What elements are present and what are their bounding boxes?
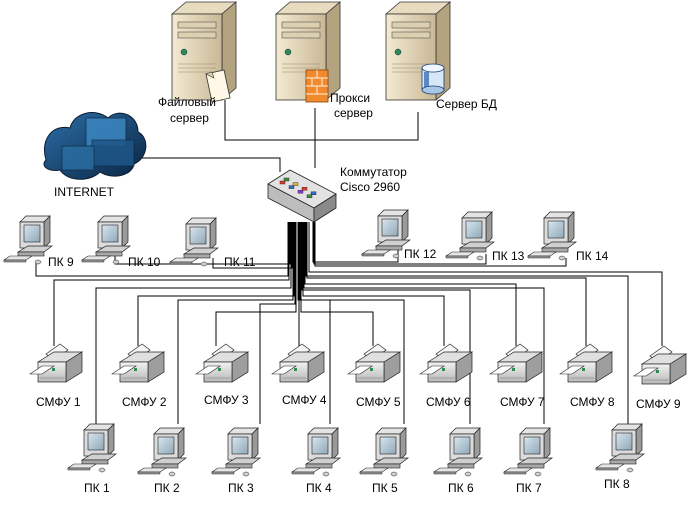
cisco-switch: Коммутатор Cisco 2960 xyxy=(267,165,407,223)
wire-pc8 xyxy=(305,222,629,424)
switch-port-led xyxy=(310,191,317,196)
pc-1-label: ПК 1 xyxy=(84,481,110,495)
pc-7-label: ПК 7 xyxy=(516,481,542,495)
switch-port-led xyxy=(301,186,308,191)
pc-9: ПК 9 xyxy=(3,215,74,269)
wire-mfp3 xyxy=(215,222,297,346)
database-icon xyxy=(421,63,445,95)
wire-pc5 xyxy=(299,222,405,424)
mfp-6: СМФУ 6 xyxy=(419,343,473,409)
pc-2: ПК 2 xyxy=(137,427,187,495)
mfp-2: СМФУ 2 xyxy=(111,343,167,409)
mfp-4: СМФУ 4 xyxy=(271,343,327,407)
pc-4: ПК 4 xyxy=(291,427,341,495)
pc-12: ПК 12 xyxy=(361,209,437,261)
db-server: Сервер БД xyxy=(385,1,497,111)
pc-3-label: ПК 3 xyxy=(228,481,254,495)
mfp-3-label: СМФУ 3 xyxy=(204,393,249,407)
pc-12-label: ПК 12 xyxy=(404,247,437,261)
switch-port-led xyxy=(297,189,304,194)
mfp-1-label: СМФУ 1 xyxy=(36,395,81,409)
pc-13-label: ПК 13 xyxy=(492,249,525,263)
pc-10: ПК 10 xyxy=(81,215,161,269)
file-server: Файловый сервер xyxy=(158,1,237,125)
wire-pc3 xyxy=(259,222,296,424)
wire-mfp1 xyxy=(53,222,290,346)
switch-ports xyxy=(279,177,317,199)
mfp-9: СМФУ 9 xyxy=(633,345,687,411)
wire-pc2 xyxy=(177,222,294,424)
mfp-5: СМФУ 5 xyxy=(347,343,401,409)
pc-2-label: ПК 2 xyxy=(154,481,180,495)
file-server-label-line2: сервер xyxy=(170,111,209,125)
pc-3: ПК 3 xyxy=(211,427,261,495)
pc-13: ПК 13 xyxy=(445,211,525,263)
pc-11-label: ПК 11 xyxy=(224,255,256,269)
wiring xyxy=(35,100,663,424)
mfp-9-label: СМФУ 9 xyxy=(636,397,681,411)
wire-mfp8 xyxy=(306,222,587,346)
internet-cloud: INTERNET xyxy=(43,112,147,199)
mfp-6-label: СМФУ 6 xyxy=(426,395,471,409)
mfp-7-label: СМФУ 7 xyxy=(500,395,545,409)
switch-port-led xyxy=(292,182,299,186)
pc-11: ПК 11 xyxy=(169,217,256,269)
mfp-1: СМФУ 1 xyxy=(29,343,83,409)
pc-1: ПК 1 xyxy=(67,423,117,495)
wire-pc13 xyxy=(313,222,487,265)
proxy-server: Прокси сервер xyxy=(275,1,373,120)
file-server-label-line1: Файловый xyxy=(158,95,216,109)
switch-label-line1: Коммутатор xyxy=(340,165,407,179)
wire-mfp5 xyxy=(300,222,374,346)
pc-8-label: ПК 8 xyxy=(604,477,630,491)
pc-14: ПК 14 xyxy=(527,211,609,263)
pc-14-label: ПК 14 xyxy=(576,249,609,263)
cloud-icon xyxy=(43,112,147,180)
switch-port-led xyxy=(283,177,290,182)
pc-8: ПК 8 xyxy=(595,423,645,491)
internet-to-switch-wire xyxy=(140,157,281,172)
wire-mfp2 xyxy=(137,222,295,346)
mfp-3: СМФУ 3 xyxy=(195,343,249,407)
wire-pc9 xyxy=(35,222,289,277)
pc-4-label: ПК 4 xyxy=(306,481,332,495)
server-bus-wire xyxy=(224,100,419,141)
mfp-2-label: СМФУ 2 xyxy=(122,395,167,409)
wire-mfp6 xyxy=(302,222,445,346)
switch-port-led xyxy=(306,194,313,199)
pc-9-label: ПК 9 xyxy=(48,255,74,269)
wire-pc7 xyxy=(303,222,545,424)
pc-6: ПК 6 xyxy=(433,427,483,495)
db-server-label: Сервер БД xyxy=(436,97,497,111)
switch-port-led xyxy=(279,180,286,185)
pc-10-label: ПК 10 xyxy=(128,255,161,269)
document-icon xyxy=(205,69,231,103)
switch-port-led xyxy=(288,185,295,189)
pc-6-label: ПК 6 xyxy=(448,481,474,495)
proxy-server-label-line1: Прокси xyxy=(330,91,370,105)
internet-label: INTERNET xyxy=(54,185,115,199)
mfp-8-label: СМФУ 8 xyxy=(570,395,615,409)
mfp-7: СМФУ 7 xyxy=(489,343,545,409)
wire-pc14 xyxy=(314,222,567,267)
mfp-5-label: СМФУ 5 xyxy=(356,395,401,409)
wire-pc11 xyxy=(212,222,293,269)
mfp-8: СМФУ 8 xyxy=(559,343,615,409)
wire-pc1 xyxy=(95,222,292,424)
switch-label-line2: Cisco 2960 xyxy=(340,180,400,194)
pc-7: ПК 7 xyxy=(503,427,553,495)
firewall-icon xyxy=(305,69,329,103)
pc-5-label: ПК 5 xyxy=(372,481,398,495)
wire-mfp7 xyxy=(304,222,517,346)
pc-5: ПК 5 xyxy=(359,427,409,495)
mfp-4-label: СМФУ 4 xyxy=(282,393,327,407)
wire-mfp9 xyxy=(308,222,663,346)
proxy-server-label-line2: сервер xyxy=(334,106,373,120)
